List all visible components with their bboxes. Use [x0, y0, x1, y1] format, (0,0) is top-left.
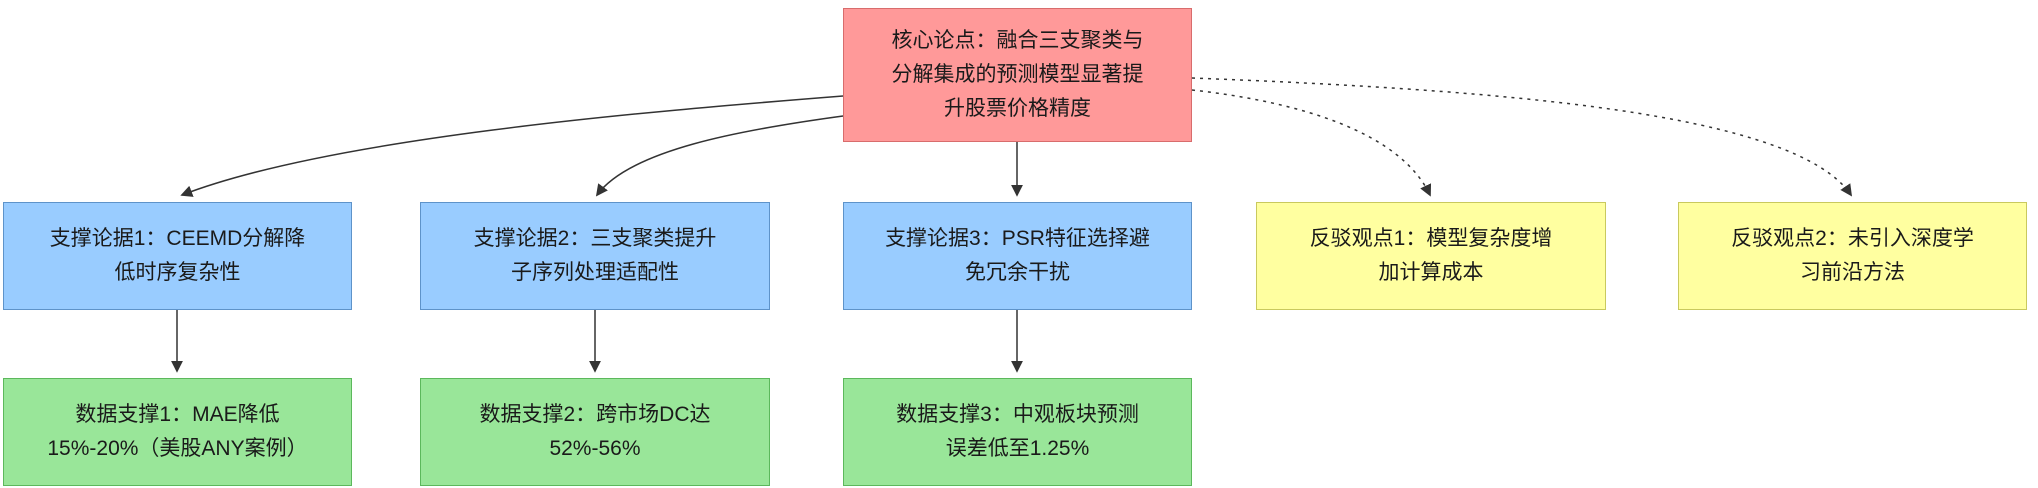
support-node-1: 支撑论据1：CEEMD分解降 低时序复杂性	[3, 202, 352, 310]
rebuttal-2-label: 反驳观点2：未引入深度学 习前沿方法	[1731, 227, 1974, 284]
data-support-2-label: 数据支撑2：跨市场DC达 52%-56%	[479, 403, 711, 460]
data-support-1-label: 数据支撑1：MAE降低 15%-20%（美股ANY案例）	[47, 403, 308, 460]
support-1-label: 支撑论据1：CEEMD分解降 低时序复杂性	[49, 227, 306, 284]
data-support-node-2: 数据支撑2：跨市场DC达 52%-56%	[420, 378, 770, 486]
connector-core-to-support2	[595, 115, 844, 197]
core-claim-label: 核心论点：融合三支聚类与 分解集成的预测模型显著提 升股票价格精度	[891, 29, 1144, 120]
connector-core-to-rebuttal2	[1191, 77, 1853, 197]
core-claim-node: 核心论点：融合三支聚类与 分解集成的预测模型显著提 升股票价格精度	[843, 8, 1192, 142]
connector-core-to-rebuttal1	[1191, 89, 1432, 197]
data-support-3-label: 数据支撑3：中观板块预测 误差低至1.25%	[896, 403, 1139, 460]
support-node-3: 支撑论据3：PSR特征选择避 免冗余干扰	[843, 202, 1192, 310]
support-node-2: 支撑论据2：三支聚类提升 子序列处理适配性	[420, 202, 770, 310]
rebuttal-node-2: 反驳观点2：未引入深度学 习前沿方法	[1678, 202, 2027, 310]
data-support-node-3: 数据支撑3：中观板块预测 误差低至1.25%	[843, 378, 1192, 486]
rebuttal-node-1: 反驳观点1：模型复杂度增 加计算成本	[1256, 202, 1606, 310]
data-support-node-1: 数据支撑1：MAE降低 15%-20%（美股ANY案例）	[3, 378, 352, 486]
support-2-label: 支撑论据2：三支聚类提升 子序列处理适配性	[473, 227, 717, 284]
support-3-label: 支撑论据3：PSR特征选择避 免冗余干扰	[885, 227, 1150, 284]
rebuttal-1-label: 反驳观点1：模型复杂度增 加计算成本	[1309, 227, 1553, 284]
connector-core-to-support1	[180, 95, 844, 197]
